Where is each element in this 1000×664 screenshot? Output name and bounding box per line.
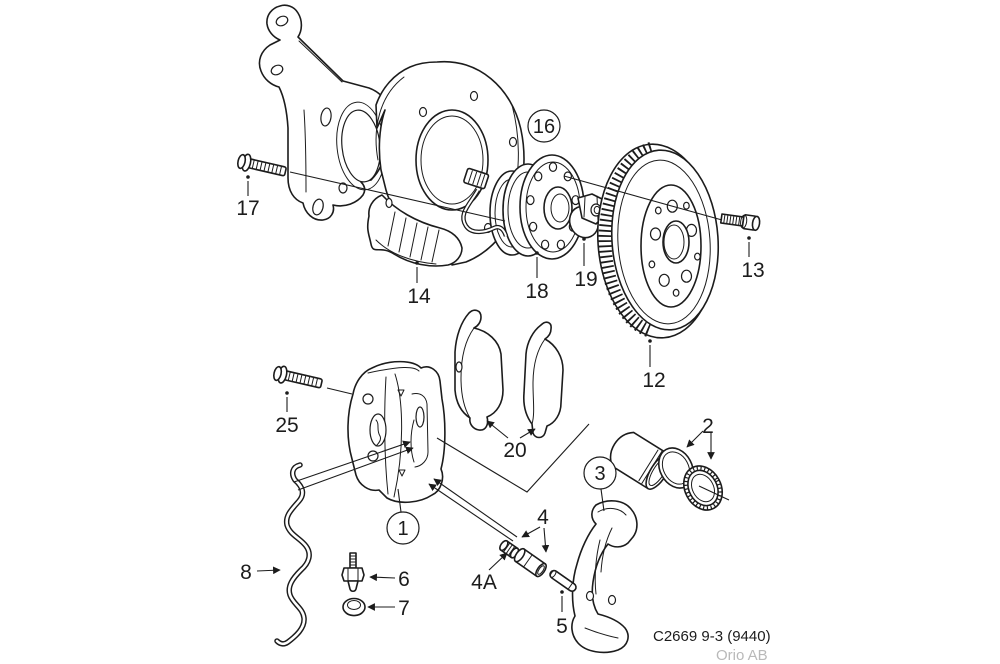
- wheel-hub-bearing: [461, 154, 585, 260]
- guide-pin: [549, 569, 577, 592]
- knuckle-bolt: [237, 153, 287, 177]
- callout-4a: 4A: [471, 571, 497, 594]
- callout-19: 19: [574, 268, 597, 291]
- callout-12: 12: [642, 369, 665, 392]
- callout-circle-16: 16: [527, 109, 561, 143]
- callout-labels: 17 14 18 19 12 13 25 20 2 4 4A 5 6 7 8 1…: [236, 109, 765, 638]
- bleeder-cap: [342, 597, 366, 617]
- callout-2: 2: [702, 415, 714, 438]
- brake-pads: [454, 309, 564, 439]
- callout-18: 18: [525, 280, 548, 303]
- steering-knuckle: [258, 4, 393, 221]
- brand-watermark: Orio AB: [716, 647, 768, 664]
- pad-retaining-spring: [274, 462, 312, 647]
- callout-7: 7: [398, 597, 410, 620]
- callout-20: 20: [503, 439, 526, 462]
- callout-14: 14: [407, 285, 431, 308]
- callout-circle-1: 1: [386, 511, 420, 545]
- callout-13: 13: [741, 259, 764, 282]
- brake-disc: [596, 142, 720, 339]
- callout-5: 5: [556, 615, 568, 638]
- brake-caliper: [347, 360, 446, 504]
- guide-pin-bushing-large: [513, 547, 547, 578]
- callout-4: 4: [537, 506, 549, 529]
- diagram-code: C2669 9-3 (9440): [653, 628, 771, 645]
- caliper-guide-bolt: [273, 365, 323, 389]
- callout-1: 1: [397, 518, 408, 540]
- callout-8: 8: [240, 561, 252, 584]
- splash-shield-flap: [366, 194, 463, 267]
- callout-6: 6: [398, 568, 410, 591]
- callout-17: 17: [236, 197, 259, 220]
- splash-shield: [366, 60, 525, 267]
- callout-25: 25: [275, 414, 298, 437]
- disc-set-screw: [719, 213, 761, 232]
- abs-sensor-cable: [461, 167, 509, 237]
- callout-circle-3: 3: [583, 456, 617, 490]
- guide-pin-bushing-small: [499, 539, 520, 559]
- callout-3: 3: [594, 463, 605, 485]
- caliper-carrier: [571, 500, 638, 654]
- bleeder-screw: [341, 552, 365, 593]
- leader-lines: [246, 171, 751, 612]
- callout-16: 16: [533, 116, 555, 138]
